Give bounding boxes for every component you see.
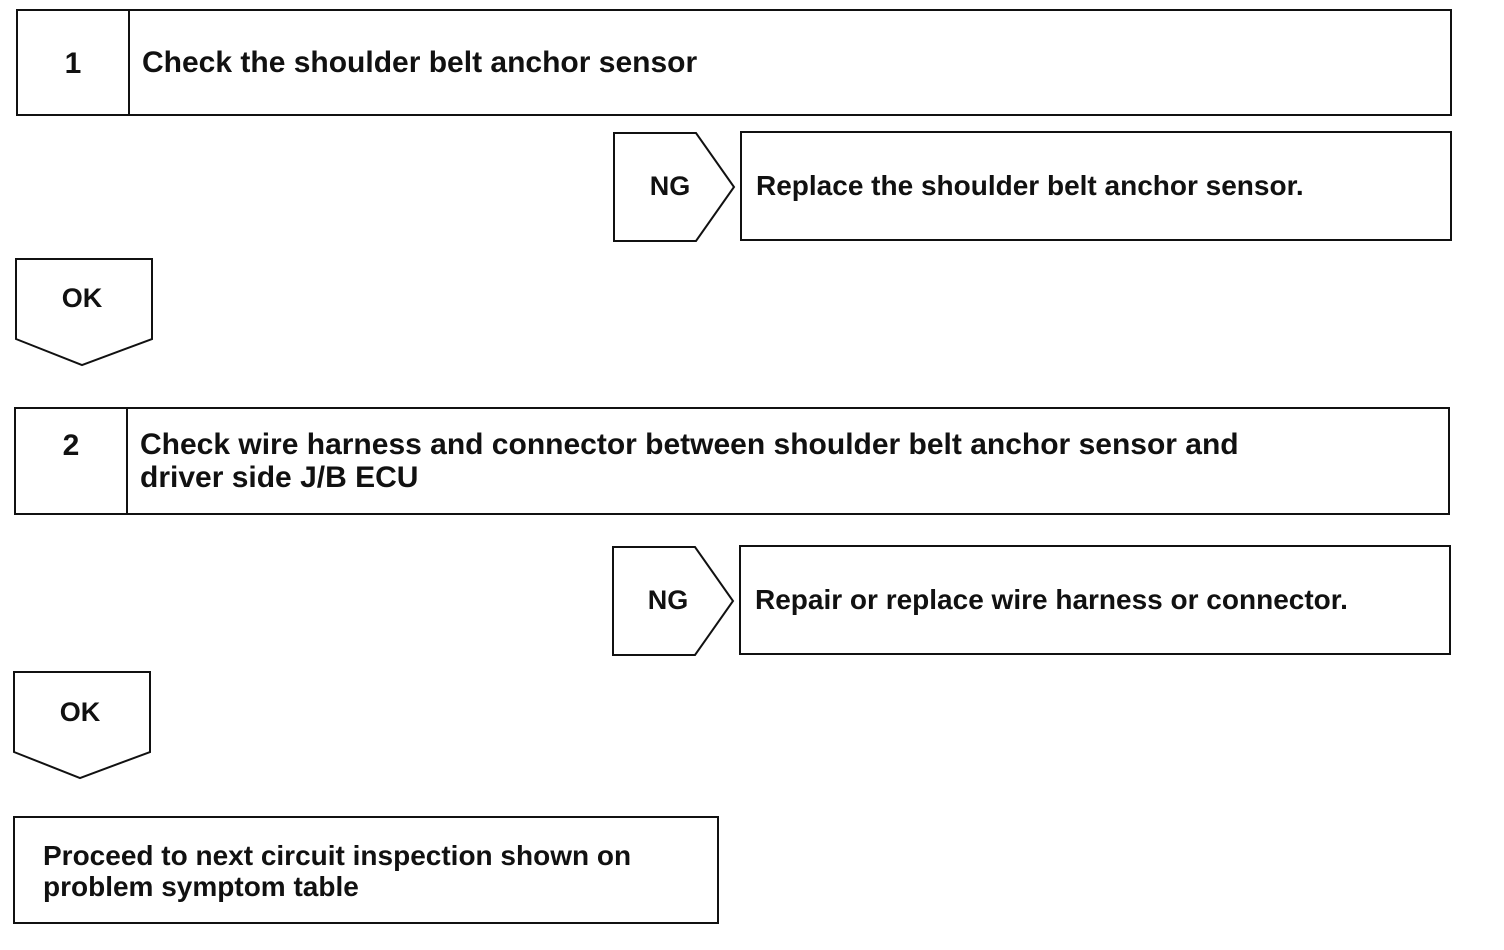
final-action-box: Proceed to next circuit inspection shown… <box>13 816 719 924</box>
step-1-number: 1 <box>18 11 130 114</box>
ok-label-1: OK <box>61 283 103 313</box>
step-1-box: 1 Check the shoulder belt anchor sensor <box>16 9 1452 116</box>
ng-arrow-1 <box>613 132 736 242</box>
step-2-check-line-2: driver side J/B ECU <box>140 461 419 494</box>
ng-action-2-box: Repair or replace wire harness or connec… <box>739 545 1451 655</box>
step-2-number: 2 <box>16 409 128 513</box>
step-2-check-text: Check wire harness and connector between… <box>128 409 1448 513</box>
ng-label-2: NG <box>647 585 689 615</box>
ok-label-2: OK <box>59 697 101 727</box>
ok-arrow-2 <box>13 671 151 780</box>
ng-action-2-text: Repair or replace wire harness or connec… <box>755 584 1348 615</box>
ng-action-1-text: Replace the shoulder belt anchor sensor. <box>756 170 1304 201</box>
ng-action-1-box: Replace the shoulder belt anchor sensor. <box>740 131 1452 241</box>
ok-arrow-1 <box>15 258 153 367</box>
final-action-line-2: problem symptom table <box>43 871 359 902</box>
step-1-check-text: Check the shoulder belt anchor sensor <box>142 46 698 79</box>
final-action-line-1: Proceed to next circuit inspection shown… <box>43 840 632 871</box>
step-2-box: 2 Check wire harness and connector betwe… <box>14 407 1450 515</box>
ng-arrow-2 <box>612 546 735 656</box>
step-2-check-line-1: Check wire harness and connector between… <box>140 428 1239 461</box>
ng-label-1: NG <box>649 171 691 201</box>
